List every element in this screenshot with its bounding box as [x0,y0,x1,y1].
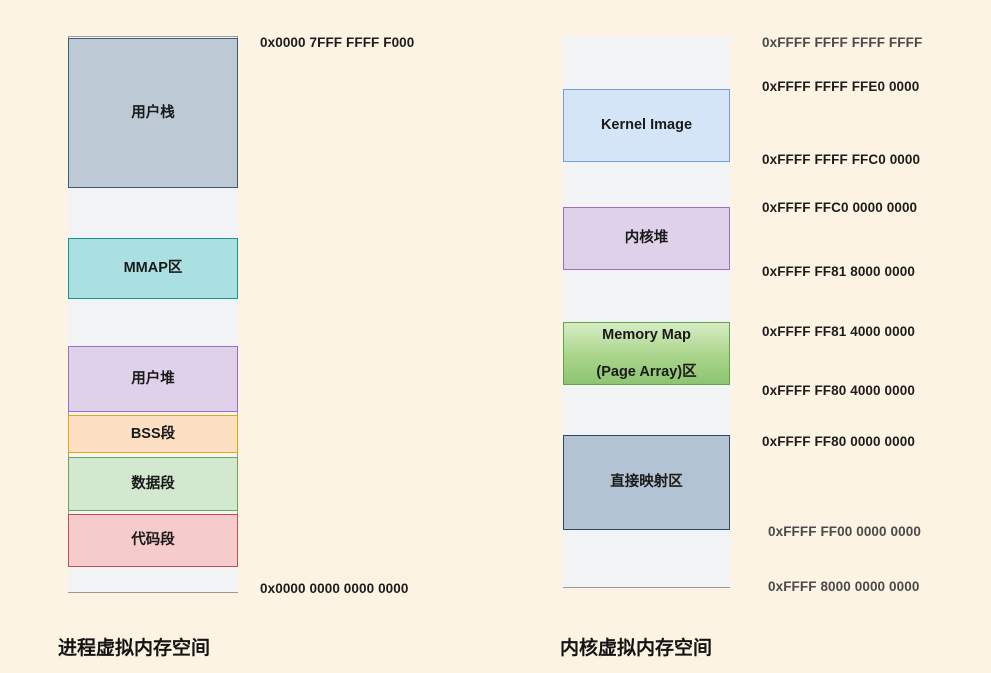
memory-region-data-segment: 数据段 [68,457,238,511]
memory-region-gap-3 [68,567,238,592]
process-diagram-caption: 进程虚拟内存空间 [58,638,211,659]
memory-region-bss-segment: BSS段 [68,415,238,453]
memory-region-direct-mapping: 直接映射区 [563,435,730,530]
memory-region-gap-top [563,36,730,89]
addr-ffff-ff80-4000-0000: 0xFFFF FF80 4000 0000 [762,383,915,398]
memory-region-gap-bottom [563,530,730,587]
region-label-line: 代码段 [131,532,175,549]
addr-ffff-ff00-0000-0000: 0xFFFF FF00 0000 0000 [768,524,921,539]
addr-bottom-zero: 0x0000 0000 0000 0000 [260,581,409,596]
region-label-line: 直接映射区 [610,474,683,491]
addr-ffff-ff81-8000-0000: 0xFFFF FF81 8000 0000 [762,264,915,279]
memory-region-code-segment: 代码段 [68,514,238,567]
region-label-line: Memory Map [602,326,691,343]
region-label-line: BSS段 [130,425,176,442]
addr-ffff-ffff-ffe0-0000: 0xFFFF FFFF FFE0 0000 [762,79,920,94]
addr-stack-top: 0x0000 7FFF FFFF F000 [260,35,415,50]
addr-ffff-ff80-0000-0000: 0xFFFF FF80 0000 0000 [762,434,915,449]
kernel-diagram-caption: 内核虚拟内存空间 [560,638,713,659]
region-label-line: MMAP区 [123,260,183,277]
region-label-line: (Page Array)区 [596,363,697,380]
memory-region-user-stack: 用户栈 [68,38,238,188]
region-label-line: 用户堆 [131,370,175,387]
memory-region-gap-3 [563,385,730,435]
addr-ffff-ffc0-0000-0000: 0xFFFF FFC0 0000 0000 [762,200,918,215]
memory-region-gap-1 [563,162,730,207]
region-label-line: 用户栈 [131,104,175,121]
region-label-line: 数据段 [131,475,175,492]
region-label-line: Kernel Image [600,117,693,134]
memory-region-gap-1 [68,188,238,238]
addr-ffff-ff81-4000-0000: 0xFFFF FF81 4000 0000 [762,324,915,339]
addr-ffff-8000-0000-0000: 0xFFFF 8000 0000 0000 [768,579,920,594]
memory-region-gap-2 [563,270,730,322]
memory-region-user-heap: 用户堆 [68,346,238,412]
memory-region-kernel-heap: 内核堆 [563,207,730,270]
process-memory-column: 用户栈 MMAP区用户堆 BSS段数据段代码段 [68,36,238,593]
addr-ffff-ffff-ffff-ffff: 0xFFFF FFFF FFFF FFFF [762,35,923,50]
kernel-memory-column: Kernel Image 内核堆 Memory Map (Page Array)区直接… [563,36,730,588]
memory-region-gap-2 [68,299,238,346]
addr-ffff-ffff-ffc0-0000: 0xFFFF FFFF FFC0 0000 [762,152,921,167]
memory-region-mmap-area: MMAP区 [68,238,238,299]
memory-region-memory-map: Memory Map (Page Array)区 [563,322,730,385]
memory-region-kernel-image: Kernel Image [563,89,730,162]
region-label-line: 内核堆 [624,230,669,247]
